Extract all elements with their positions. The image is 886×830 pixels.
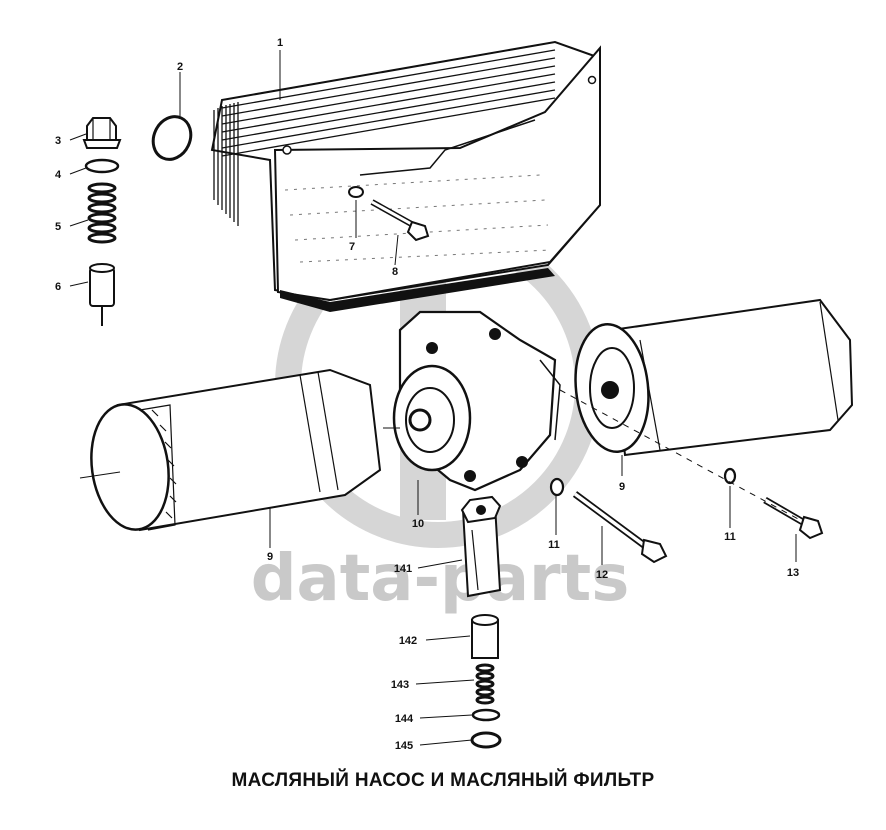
label-13: 13	[787, 567, 799, 579]
label-1: 1	[277, 37, 283, 49]
long-bolt	[572, 491, 668, 564]
washer	[84, 158, 120, 174]
oil-filter-left	[79, 368, 382, 532]
washer-11a	[549, 477, 565, 497]
circlip	[470, 731, 502, 749]
label-11-b: 11	[724, 531, 736, 543]
oil-filter-right	[574, 298, 854, 457]
label-10: 10	[412, 518, 424, 530]
label-145: 145	[395, 740, 413, 752]
label-3: 3	[55, 135, 61, 147]
label-144: 144	[395, 713, 414, 725]
label-2: 2	[177, 61, 183, 73]
label-142: 142	[399, 635, 417, 647]
label-11-a: 11	[548, 539, 560, 551]
label-6: 6	[55, 281, 61, 293]
relief-valve-washer	[471, 708, 501, 722]
oil-cooler	[210, 40, 601, 312]
relief-valve-piston	[471, 614, 499, 659]
washer-11b	[723, 467, 737, 485]
label-4: 4	[55, 169, 62, 181]
label-9-right: 9	[619, 481, 625, 493]
o-ring	[151, 72, 193, 161]
relief-valve-body	[460, 495, 502, 598]
label-5: 5	[55, 221, 61, 233]
label-12: 12	[596, 569, 608, 581]
label-8: 8	[392, 266, 398, 278]
diagram-caption: МАСЛЯНЫЙ НАСОС И МАСЛЯНЫЙ ФИЛЬТР	[231, 770, 655, 791]
label-141: 141	[394, 563, 412, 575]
leader-lines	[69, 50, 801, 746]
watermark-text: data-parts	[251, 542, 630, 616]
label-143: 143	[391, 679, 409, 691]
label-7: 7	[349, 241, 355, 253]
oil-pump-housing	[392, 310, 561, 492]
plug	[82, 117, 122, 149]
cooler-bolt	[370, 199, 430, 242]
cooler-washer	[348, 186, 364, 198]
label-9-left: 9	[267, 551, 273, 563]
valve-piston	[89, 263, 115, 326]
spring	[87, 182, 117, 244]
relief-valve-spring	[475, 663, 495, 705]
